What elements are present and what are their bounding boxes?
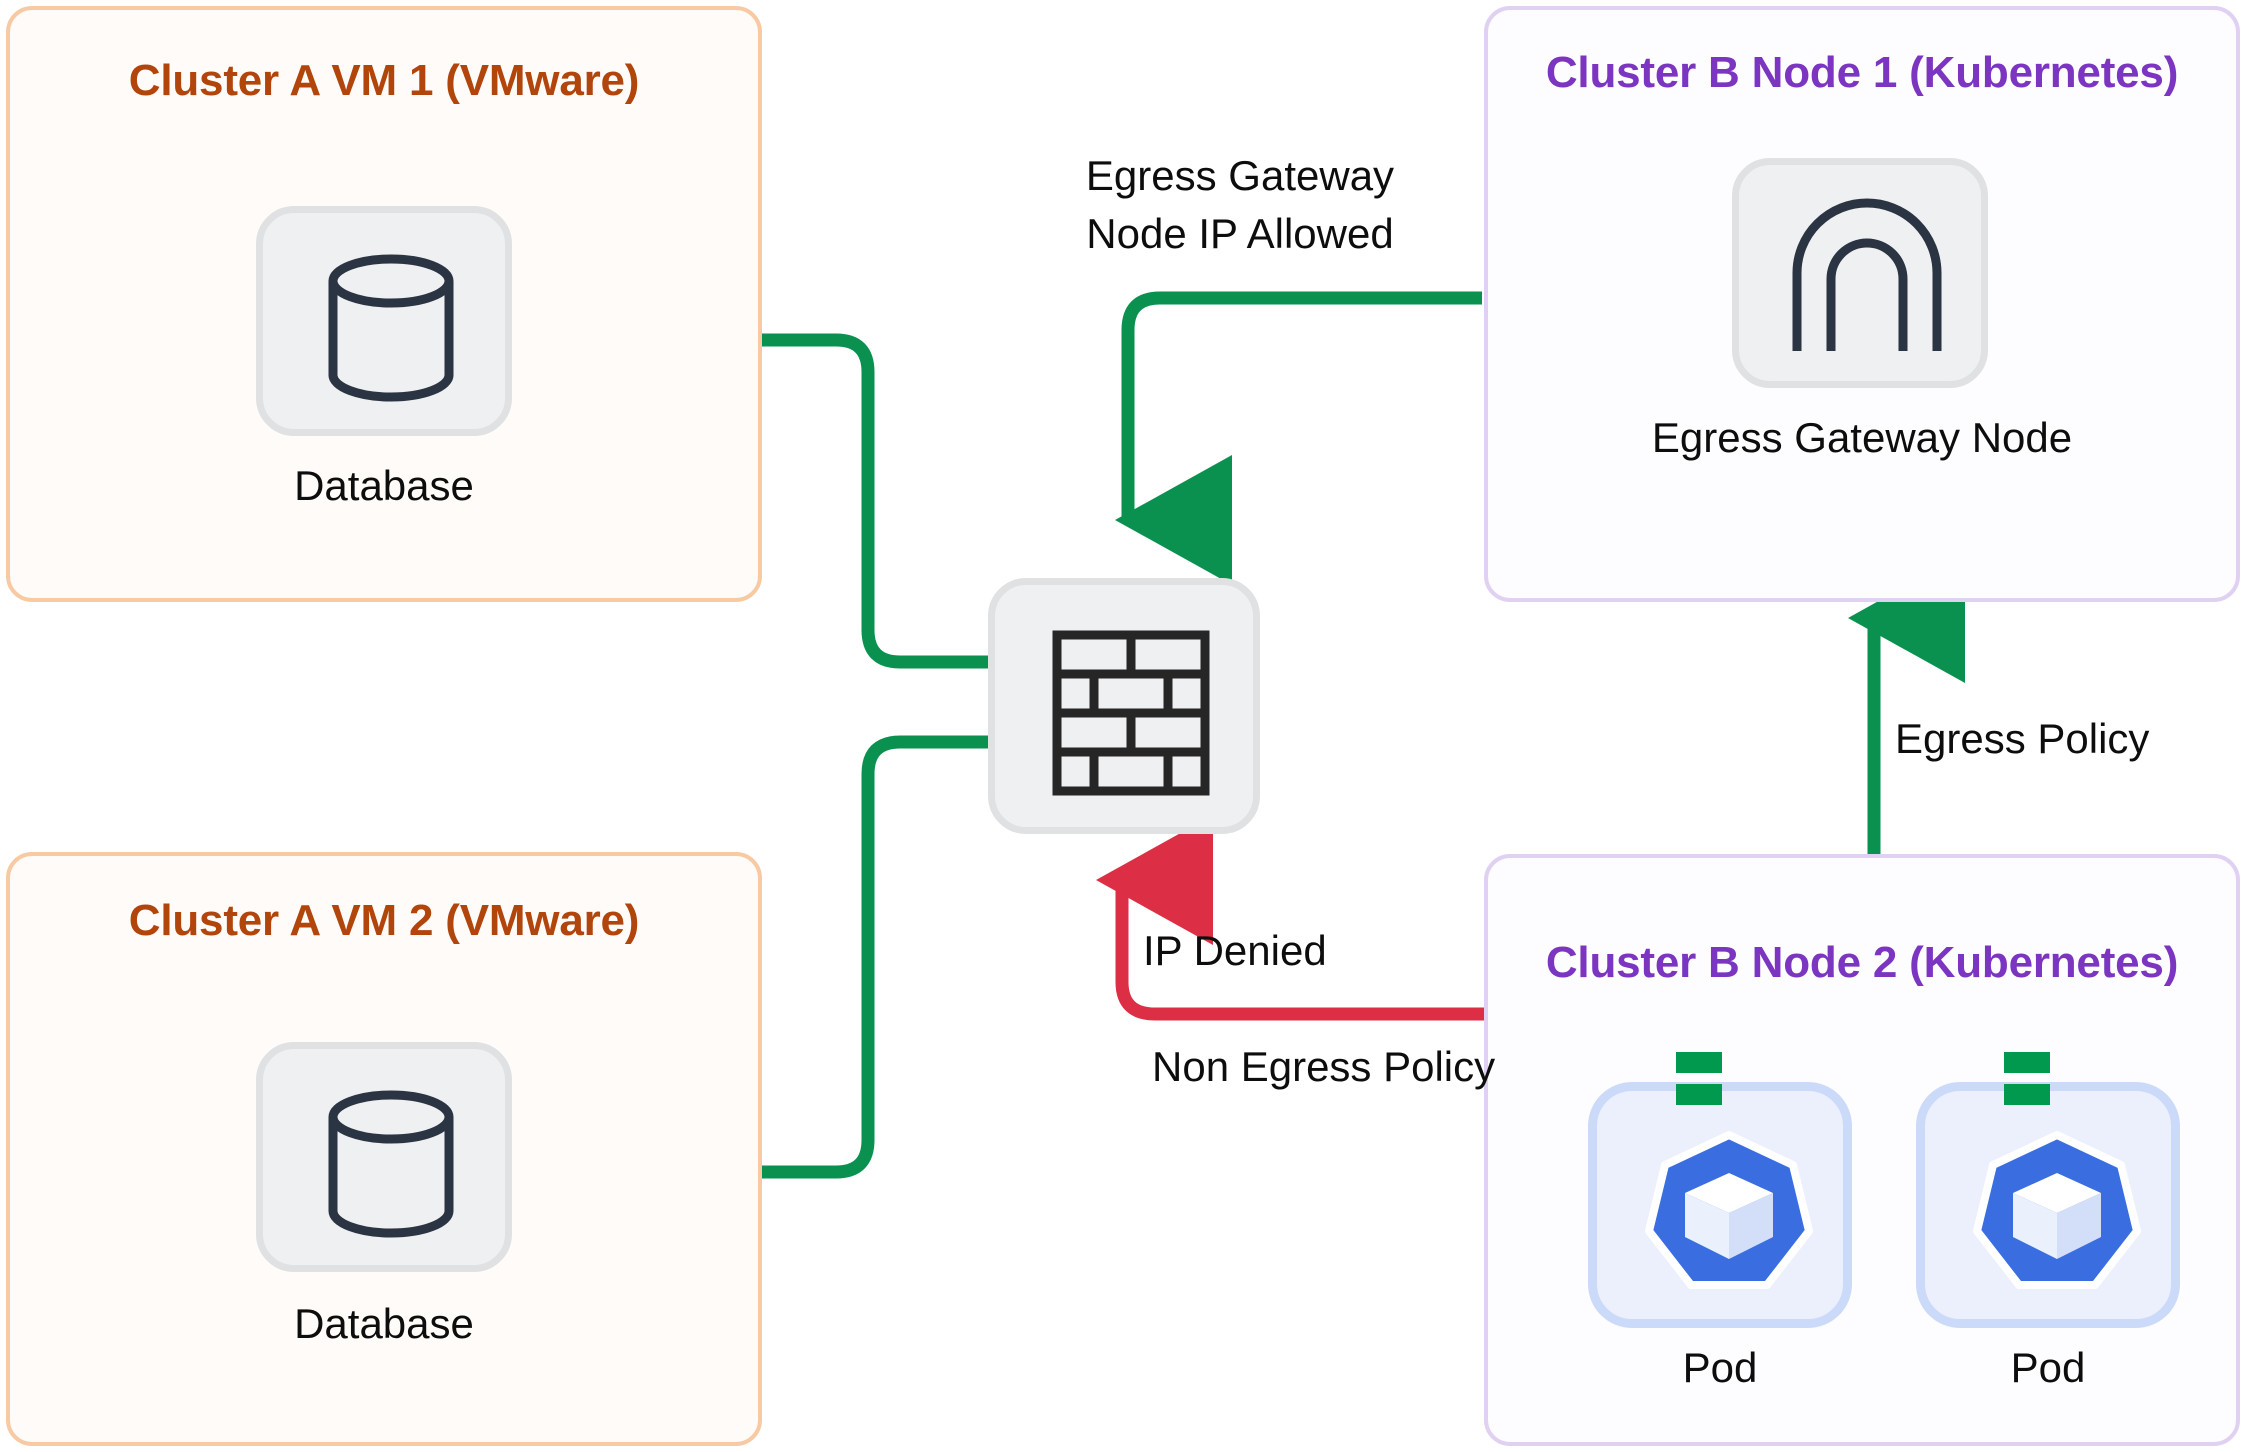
group-title-cluster-b-node-1: Cluster B Node 1 (Kubernetes) bbox=[1545, 48, 2179, 97]
edge-firewall-to-database-2 bbox=[469, 735, 988, 1237]
pod-tile-1[interactable] bbox=[1588, 1082, 1852, 1328]
edge-label-egress-gateway-allowed: Egress Gateway Node IP Allowed bbox=[1040, 155, 1440, 255]
group-cluster-b-node-1[interactable]: Cluster B Node 1 (Kubernetes) Egress Gat… bbox=[1484, 6, 2240, 602]
gateway-node-label: Egress Gateway Node bbox=[1651, 414, 2073, 461]
edge-label-line-1: Egress Gateway bbox=[1085, 152, 1395, 199]
kubernetes-logo-icon bbox=[1645, 1131, 1813, 1289]
gateway-node-tile[interactable] bbox=[1732, 158, 1988, 388]
firewall-brick-wall-icon bbox=[1052, 630, 1210, 796]
pod-label-1: Pod bbox=[1682, 1344, 1758, 1391]
kubernetes-logo-icon bbox=[1973, 1131, 2141, 1289]
database-tile-2[interactable] bbox=[256, 1042, 512, 1272]
database-label-2: Database bbox=[294, 1300, 474, 1347]
group-title-cluster-b-node-2: Cluster B Node 2 (Kubernetes) bbox=[1545, 938, 2179, 987]
edge-label-non-egress-policy: Non Egress Policy bbox=[1152, 1043, 1496, 1090]
pod-label-2: Pod bbox=[2010, 1344, 2086, 1391]
database-icon bbox=[328, 254, 454, 402]
edge-firewall-to-database-1 bbox=[469, 275, 988, 669]
pod-connector-stud-2 bbox=[2004, 1052, 2050, 1105]
group-cluster-b-node-2[interactable]: Cluster B Node 2 (Kubernetes) Pod bbox=[1484, 854, 2240, 1446]
group-cluster-a-vm-2[interactable]: Cluster A VM 2 (VMware) Database bbox=[6, 852, 762, 1446]
edge-gateway-to-firewall bbox=[1115, 291, 1482, 585]
group-cluster-a-vm-1[interactable]: Cluster A VM 1 (VMware) Database bbox=[6, 6, 762, 602]
database-label-1: Database bbox=[294, 462, 474, 509]
pod-tile-2[interactable] bbox=[1916, 1082, 2180, 1328]
edge-label-line-2: Node IP Allowed bbox=[1086, 210, 1394, 257]
edge-label-egress-policy: Egress Policy bbox=[1895, 715, 2150, 762]
firewall-tile[interactable] bbox=[988, 578, 1260, 834]
gateway-arch-icon bbox=[1792, 198, 1942, 351]
group-title-cluster-a-vm-2: Cluster A VM 2 (VMware) bbox=[128, 896, 640, 945]
edge-label-ip-denied: IP Denied bbox=[1143, 927, 1327, 974]
pod-connector-stud-1 bbox=[1676, 1052, 1722, 1105]
database-icon bbox=[328, 1090, 454, 1238]
group-title-cluster-a-vm-1: Cluster A VM 1 (VMware) bbox=[128, 56, 640, 105]
database-tile-1[interactable] bbox=[256, 206, 512, 436]
